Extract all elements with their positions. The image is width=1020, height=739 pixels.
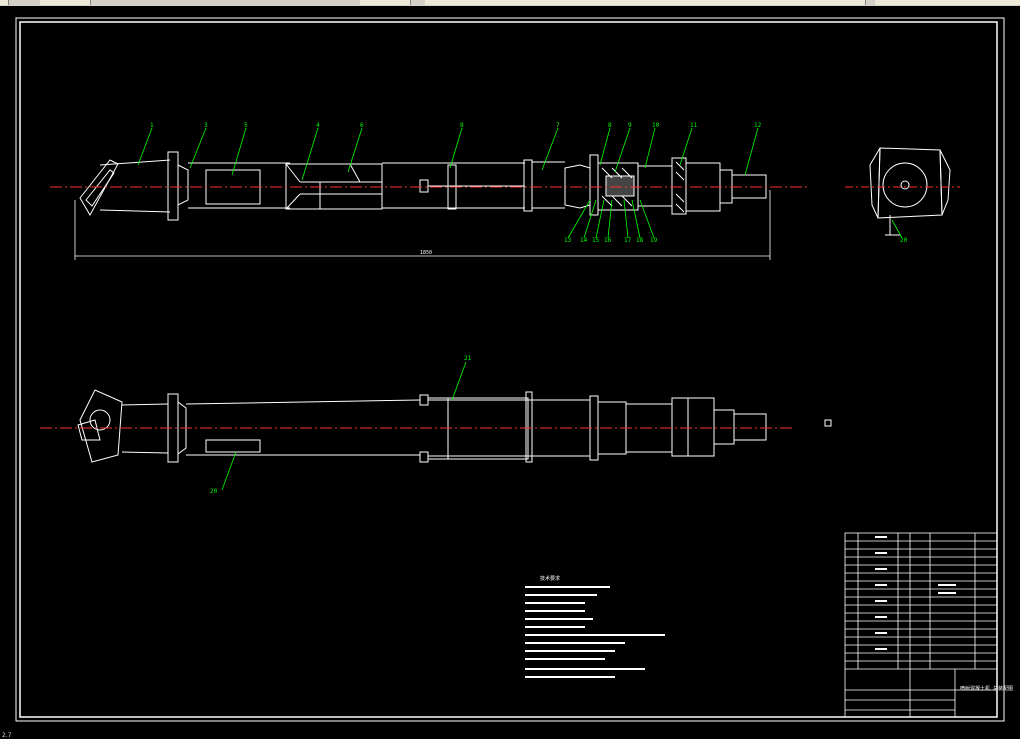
bottom-view	[77, 389, 767, 463]
cad-drawing: 1850 1 3 5 4 6	[15, 17, 1013, 722]
leaders-top	[137, 127, 903, 239]
inner-frame	[19, 21, 998, 718]
new-icon[interactable]	[0, 0, 9, 5]
svg-text:16: 16	[604, 237, 612, 244]
open-icon[interactable]	[40, 0, 91, 5]
zoom-icon[interactable]	[360, 0, 411, 5]
layer-dropdown[interactable]	[425, 0, 866, 5]
drawing-canvas[interactable]: 1850 1 3 5 4 6	[0, 6, 1020, 733]
svg-text:21: 21	[464, 355, 472, 362]
tech-lines	[525, 586, 665, 678]
dimension-text: 1850	[420, 250, 432, 256]
properties-dropdown[interactable]	[875, 0, 1020, 5]
outer-frame	[15, 17, 1005, 722]
svg-text:20: 20	[210, 488, 218, 495]
svg-text:11: 11	[690, 122, 698, 129]
parts-list-text	[875, 536, 956, 650]
tech-requirements: 技术要求	[540, 575, 560, 582]
svg-text:3: 3	[204, 122, 208, 129]
svg-text:4: 4	[316, 122, 320, 129]
status-bar: 2.7	[0, 733, 1020, 739]
svg-text:8: 8	[460, 122, 464, 129]
side-view	[869, 147, 951, 236]
svg-text:10: 10	[652, 122, 660, 129]
svg-text:6: 6	[360, 122, 364, 129]
svg-text:15: 15	[592, 237, 600, 244]
svg-text:技术要求: 技术要求	[540, 575, 560, 582]
top-view	[79, 151, 767, 221]
svg-text:9: 9	[628, 122, 632, 129]
svg-text:19: 19	[650, 237, 658, 244]
svg-text:5: 5	[244, 122, 248, 129]
labels-top: 1 3 5 4 6 8 7 8 9 10 11 12 13 14 15 16 1…	[150, 122, 908, 244]
svg-text:1: 1	[150, 122, 154, 129]
svg-text:14: 14	[580, 237, 588, 244]
svg-text:20: 20	[900, 237, 908, 244]
title-block-name: 喷射混凝土机 总装配图	[960, 685, 1013, 692]
svg-text:17: 17	[624, 237, 632, 244]
status-text: 2.7	[2, 732, 12, 739]
svg-text:7: 7	[556, 122, 560, 129]
svg-text:12: 12	[754, 122, 762, 129]
svg-text:13: 13	[564, 237, 572, 244]
dimension	[74, 190, 771, 260]
svg-text:18: 18	[636, 237, 644, 244]
parts-list	[844, 532, 998, 718]
svg-text:8: 8	[608, 122, 612, 129]
